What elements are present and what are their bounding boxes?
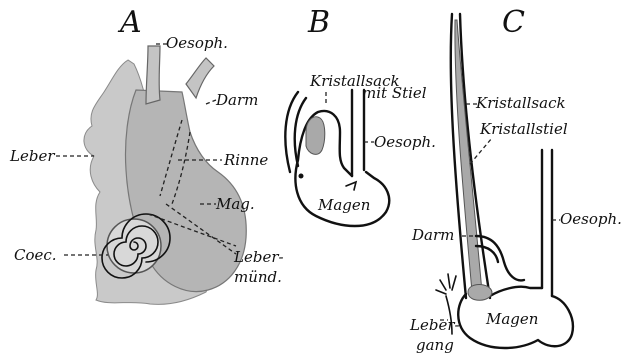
label-mit-stiel-b: mit Stiel <box>362 84 427 102</box>
label-leber-mund-1: Leber- <box>233 248 284 266</box>
oesophagus-b <box>352 90 364 176</box>
crystal-sac-b <box>306 117 325 155</box>
label-leber-gang-1: Leber- <box>409 316 460 334</box>
label-magen-b: Magen <box>317 196 370 214</box>
label-kristallsack-c: Kristallsack <box>475 94 566 112</box>
leader-darm-a <box>206 100 216 104</box>
panel-a: A Oesoph. Darm Leber Rinne Mag. Coec. <box>9 5 284 304</box>
label-rinne-a: Rinne <box>223 151 268 169</box>
stomach-opening-b <box>299 174 304 179</box>
panel-c-letter: C <box>502 5 525 40</box>
label-leber-a: Leber <box>9 147 55 165</box>
crystal-style-base-c <box>468 285 492 301</box>
panel-c: C Kristallsack Kristallstiel Oesoph. Dar… <box>409 5 622 354</box>
crystal-style-c <box>455 20 482 292</box>
label-leber-mund-2: münd. <box>234 268 282 286</box>
label-mag-a: Mag. <box>215 195 255 213</box>
label-oesoph-a: Oesoph. <box>166 34 228 52</box>
label-oesoph-c: Oesoph. <box>560 210 622 228</box>
label-leber-gang-2: gang <box>416 336 454 354</box>
panel-b: B Kristallsack mit Stiel Oesoph. Magen <box>285 5 436 226</box>
oesophagus-a <box>146 46 160 104</box>
leader-kristallstiel-c <box>470 138 492 164</box>
label-oesoph-b: Oesoph. <box>374 133 436 151</box>
panel-a-letter: A <box>117 5 142 40</box>
label-magen-c: Magen <box>485 310 538 328</box>
stomach-fold-b <box>346 182 356 190</box>
intestine-a <box>186 58 214 98</box>
label-darm-a: Darm <box>215 91 258 109</box>
panel-b-letter: B <box>307 5 330 40</box>
label-darm-c: Darm <box>411 226 454 244</box>
label-kristallstiel-c: Kristallstiel <box>479 120 568 138</box>
oesophagus-c <box>542 150 552 296</box>
label-coec-a: Coec. <box>14 246 57 264</box>
